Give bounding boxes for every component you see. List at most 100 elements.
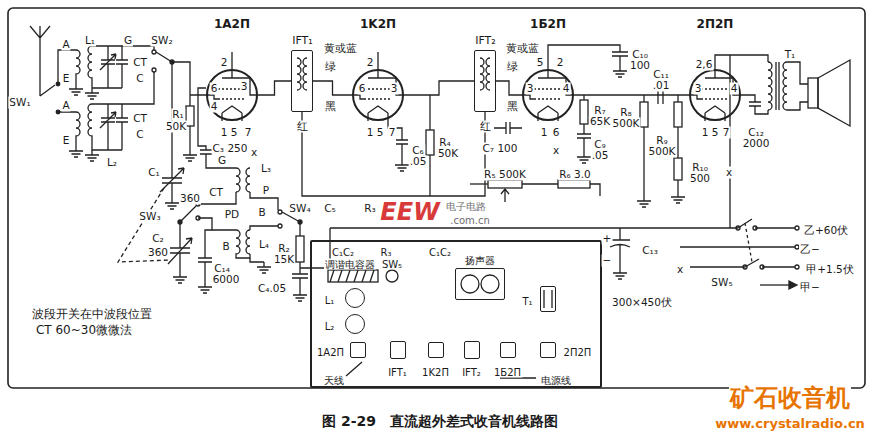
component-label: T₁	[784, 49, 797, 61]
text-holder: x	[250, 141, 258, 160]
panel-label: 电源线	[540, 375, 572, 386]
text-holder: CT	[132, 51, 148, 70]
signal-wire	[496, 81, 522, 95]
text-holder: SW₂	[150, 29, 173, 48]
component-label: E	[62, 73, 71, 85]
component-label: A	[61, 100, 70, 112]
logo-text: 矿石收音机	[729, 385, 851, 411]
component-label: 6000	[212, 274, 241, 286]
text-holder: 甲−	[799, 276, 821, 295]
text-holder: E	[62, 129, 71, 148]
tube-circle: 1A2П	[206, 69, 258, 121]
component-label: 50K	[165, 121, 187, 133]
component-label: R₁₀	[691, 162, 709, 174]
text-holder: .com.cn	[449, 209, 491, 228]
text-holder: 扬声器	[464, 248, 496, 267]
tube-socket: 1K2П	[428, 342, 444, 358]
component-label: B	[221, 241, 230, 253]
text-holder: 2	[366, 51, 375, 70]
text-holder: 乙+60伏	[803, 219, 849, 238]
tube-socket: 2П2П	[540, 342, 556, 358]
text-holder: T₁	[784, 43, 797, 62]
component-label: C₇ 100	[482, 143, 519, 155]
text-holder: SW₄	[288, 197, 311, 216]
speaker-box: 扬声器	[455, 268, 505, 300]
component-label: 5	[711, 127, 720, 139]
text-holder: 1Б2П	[529, 13, 567, 32]
component-label: 1	[701, 127, 710, 139]
component-label: 5	[230, 127, 239, 139]
text-holder: 2000	[742, 132, 771, 151]
component-label: C₁₄	[213, 263, 231, 275]
text-holder: www.crystalradio.cn	[714, 413, 866, 432]
component-label: 2000	[742, 138, 771, 150]
component-label: R₃	[363, 203, 377, 215]
text-holder: R₃	[363, 197, 377, 216]
panel-label: SW₅	[381, 259, 403, 270]
component-label: SW₅	[710, 277, 733, 289]
text-holder: 绿	[506, 55, 519, 74]
component-label: x	[725, 167, 733, 179]
text-holder: 1	[540, 121, 549, 140]
text-holder: 360	[147, 241, 169, 260]
component-label: R₂	[277, 243, 291, 255]
component-label: 5	[376, 127, 385, 139]
component-label: C₂	[151, 233, 165, 245]
component-label: 1	[366, 127, 375, 139]
component-label: SW₂	[150, 35, 173, 47]
component-label: 2	[556, 57, 565, 69]
text-holder: 5	[376, 121, 385, 140]
text-holder: 50K	[165, 115, 187, 134]
text-holder: 4	[210, 95, 219, 114]
text-holder: SW₃	[138, 205, 161, 224]
part-name: T₁	[521, 295, 533, 306]
component-label: L₃	[260, 163, 272, 175]
part-name: IFT₁	[387, 366, 408, 377]
component-label: 3	[240, 81, 249, 93]
component-label: R₄	[438, 137, 452, 149]
component-label: 7	[722, 127, 731, 139]
component-label: R₉	[655, 135, 669, 147]
component-label: C₁	[147, 167, 161, 179]
text-holder: L₁	[84, 29, 96, 48]
component-label: P	[262, 185, 270, 197]
coil-can: L₁	[345, 288, 365, 308]
component-label: 乙−	[799, 244, 821, 256]
panel-label: C₁C₂	[331, 247, 355, 258]
component-label: G	[217, 155, 227, 167]
panel-label: 天线	[323, 375, 345, 386]
component-label: 甲+1.5伏	[805, 264, 855, 276]
text-holder: 1K2П	[421, 360, 450, 379]
text-holder: 黄或蓝	[505, 37, 540, 56]
component-label: L₄	[258, 239, 270, 251]
text-holder: x	[552, 139, 560, 158]
tube-name: 1K2П	[359, 18, 397, 31]
text-holder: R₁	[171, 103, 185, 122]
component-label: SW₄	[288, 203, 311, 215]
component-label: 5	[536, 57, 545, 69]
text-holder: 2	[220, 51, 229, 70]
component-label: CT	[132, 113, 148, 125]
text-holder: 天线	[323, 369, 345, 388]
component-label: 15K	[273, 254, 295, 266]
part-name: IFT₁	[291, 34, 314, 46]
component-label: 360	[179, 193, 201, 205]
text-holder: x	[725, 161, 733, 180]
text-holder: C₂	[151, 227, 165, 246]
component-label: C₁₃	[641, 245, 659, 257]
component-label: C₅	[323, 203, 337, 215]
text-holder: C₄.05	[257, 277, 287, 296]
text-holder: A	[61, 94, 70, 113]
component-label: 黑	[324, 101, 337, 113]
text-holder: 1K2П	[359, 13, 397, 32]
text-holder: 1A2П	[213, 13, 251, 32]
text-holder: C₅	[323, 197, 337, 216]
tube-socket: 1Б2П	[500, 342, 516, 358]
text-holder: C₁	[147, 161, 161, 180]
text-holder: 黄或蓝	[323, 37, 358, 56]
component-label: R₁	[171, 109, 185, 121]
component-label: C	[135, 129, 144, 141]
part-name: 1K2П	[421, 366, 450, 377]
text-holder: B	[221, 235, 230, 254]
component-label: CT	[132, 57, 148, 69]
